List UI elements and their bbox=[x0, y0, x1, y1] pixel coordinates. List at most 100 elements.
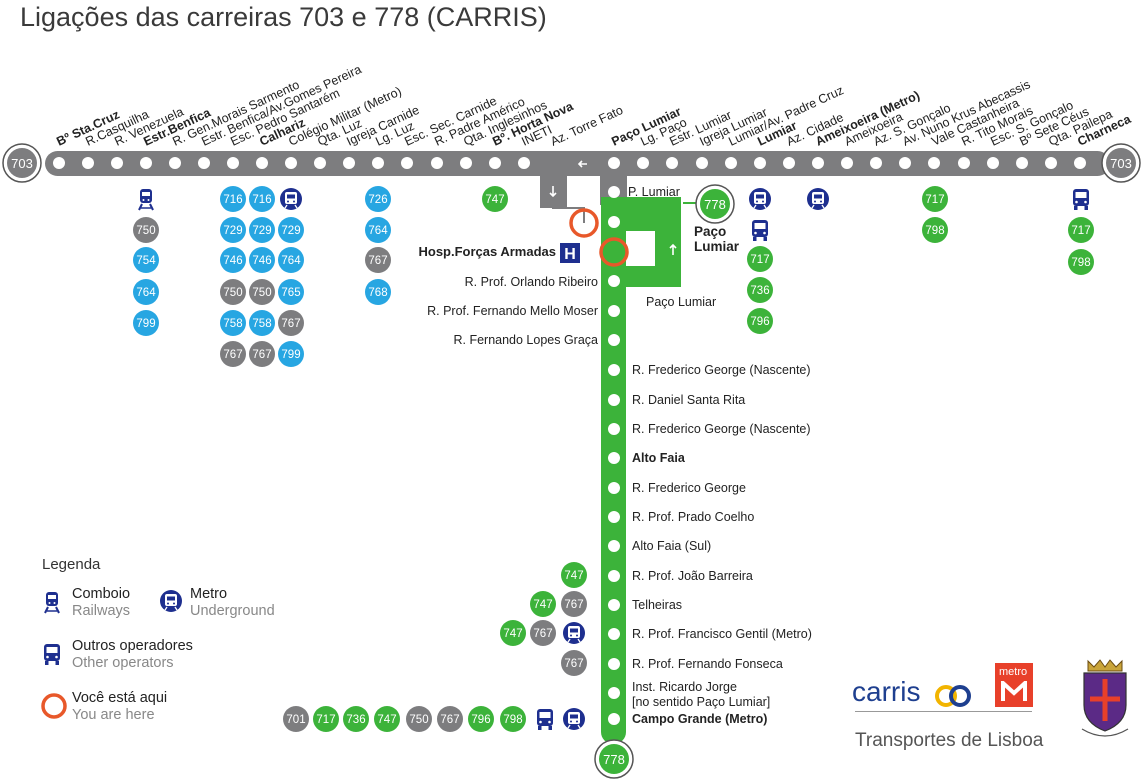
route-badge-label: 729 bbox=[281, 225, 300, 237]
route-badge-circle bbox=[561, 591, 587, 617]
top-stop-dot bbox=[140, 157, 152, 169]
route-778-loop-bottom bbox=[601, 266, 681, 287]
route-badge-circle bbox=[283, 706, 309, 732]
route-badge-circle bbox=[249, 341, 275, 367]
stop-dot bbox=[608, 394, 620, 406]
route-badge-label: 747 bbox=[564, 570, 583, 582]
route-badge-circle bbox=[249, 279, 275, 305]
legend-metro-sub: Underground bbox=[190, 603, 275, 619]
route-badge-label: 747 bbox=[503, 628, 522, 640]
vertical-stop-label: Alto Faia bbox=[632, 451, 686, 465]
arrow-up-icon bbox=[669, 243, 677, 255]
you-are-here-icon bbox=[41, 693, 67, 719]
transportes-de-lisboa: Transportes de Lisboa bbox=[855, 730, 1044, 751]
vertical-stop-label: [no sentido Paço Lumiar] bbox=[632, 695, 770, 709]
route-badge-circle bbox=[922, 217, 948, 243]
top-stop-dot bbox=[256, 157, 268, 169]
route-badge-circle bbox=[278, 217, 304, 243]
route-badge-circle bbox=[747, 277, 773, 303]
top-stop-dot bbox=[227, 157, 239, 169]
top-stop-dot bbox=[987, 157, 999, 169]
legend-here-label: Você está aqui bbox=[72, 690, 168, 706]
stop-dot bbox=[608, 452, 620, 464]
metro-wordmark: metro bbox=[999, 666, 1028, 678]
bus-icon bbox=[537, 709, 553, 730]
route-badge-circle bbox=[133, 247, 159, 273]
route-badge-circle bbox=[747, 308, 773, 334]
route-badge-circle bbox=[500, 620, 526, 646]
route-badge-circle bbox=[1068, 249, 1094, 275]
route-badge-label: 764 bbox=[368, 225, 388, 237]
stop-dot bbox=[608, 570, 620, 582]
route-badge-circle bbox=[437, 706, 463, 732]
route-badge-label: 701 bbox=[286, 714, 305, 726]
hospital-glyph: H bbox=[564, 246, 576, 263]
paco-lumiar-label-line2: Lumiar bbox=[694, 239, 740, 254]
brand-divider bbox=[855, 711, 1032, 712]
top-stop-dot bbox=[431, 157, 443, 169]
you-are-here-marker-2 bbox=[599, 237, 629, 267]
legend-other-label: Outros operadores bbox=[72, 638, 193, 654]
vertical-stop-label: Campo Grande (Metro) bbox=[632, 712, 767, 726]
route-badge-circle bbox=[561, 650, 587, 676]
route-badge-label: 716 bbox=[252, 194, 271, 206]
top-stop-dot bbox=[343, 157, 355, 169]
route-badge-circle bbox=[343, 706, 369, 732]
top-stop-dot bbox=[518, 157, 530, 169]
stop-dot bbox=[608, 511, 620, 523]
vertical-stop-label: Inst. Ricardo Jorge bbox=[632, 680, 737, 694]
route-778-label-top: 778 bbox=[704, 197, 726, 212]
hospital-icon: H bbox=[560, 243, 580, 263]
route-badge-circle bbox=[406, 706, 432, 732]
route-badge-label: 747 bbox=[377, 714, 396, 726]
arrow-down-icon bbox=[549, 186, 557, 198]
route-badge-circle bbox=[220, 247, 246, 273]
you-are-here-marker-1 bbox=[569, 208, 599, 238]
metro-icon bbox=[279, 187, 303, 211]
paco-lumiar-loop-label: Paço Lumiar bbox=[646, 295, 716, 309]
route-badge-circle bbox=[278, 279, 304, 305]
paco-lumiar-label-line1: Paço bbox=[694, 224, 726, 239]
route-badge-label: 764 bbox=[136, 287, 156, 299]
vertical-stop-label: R. Prof. João Barreira bbox=[632, 569, 753, 583]
top-stop-dot bbox=[608, 157, 620, 169]
route-badge-circle bbox=[500, 706, 526, 732]
metro-m-icon bbox=[1001, 681, 1027, 701]
route-badge-circle bbox=[365, 186, 391, 212]
route-703-connector-line bbox=[552, 200, 585, 223]
top-stop-dot bbox=[637, 157, 649, 169]
carris-logo: carris bbox=[852, 676, 920, 708]
metro-icon bbox=[748, 187, 772, 211]
stop-dot bbox=[608, 540, 620, 552]
stop-dot bbox=[608, 628, 620, 640]
top-stop-dot bbox=[696, 157, 708, 169]
route-badge-circle bbox=[482, 186, 508, 212]
vertical-stop-label: Telheiras bbox=[632, 598, 682, 612]
railways-icon bbox=[138, 188, 154, 211]
stop-dot-p-lumiar bbox=[608, 186, 620, 198]
route-badge-label: 747 bbox=[485, 194, 504, 206]
route-badge-label: 750 bbox=[252, 287, 271, 299]
vertical-stop-label: R. Frederico George (Nascente) bbox=[632, 422, 811, 436]
route-badge-label: 750 bbox=[136, 225, 155, 237]
carris-wordmark: carris bbox=[852, 676, 921, 707]
route-badge-circle bbox=[249, 217, 275, 243]
route-badge-label: 767 bbox=[564, 658, 583, 670]
route-badge-label: 729 bbox=[223, 225, 242, 237]
route-badge-circle bbox=[278, 341, 304, 367]
stop-dot bbox=[608, 713, 620, 725]
route-badge-label: 796 bbox=[471, 714, 490, 726]
route-badge-label: 765 bbox=[281, 287, 300, 299]
stop-dot bbox=[608, 305, 620, 317]
route-badge-label: 799 bbox=[136, 318, 155, 330]
route-badge-label: 799 bbox=[281, 349, 300, 361]
route-badge-label: 798 bbox=[1071, 257, 1090, 269]
top-stop-dot bbox=[958, 157, 970, 169]
route-badge-circle bbox=[365, 217, 391, 243]
route-badge-label: 767 bbox=[368, 255, 387, 267]
stop-dot bbox=[608, 482, 620, 494]
route-badge-label: 767 bbox=[533, 628, 552, 640]
top-stop-dot bbox=[841, 157, 853, 169]
